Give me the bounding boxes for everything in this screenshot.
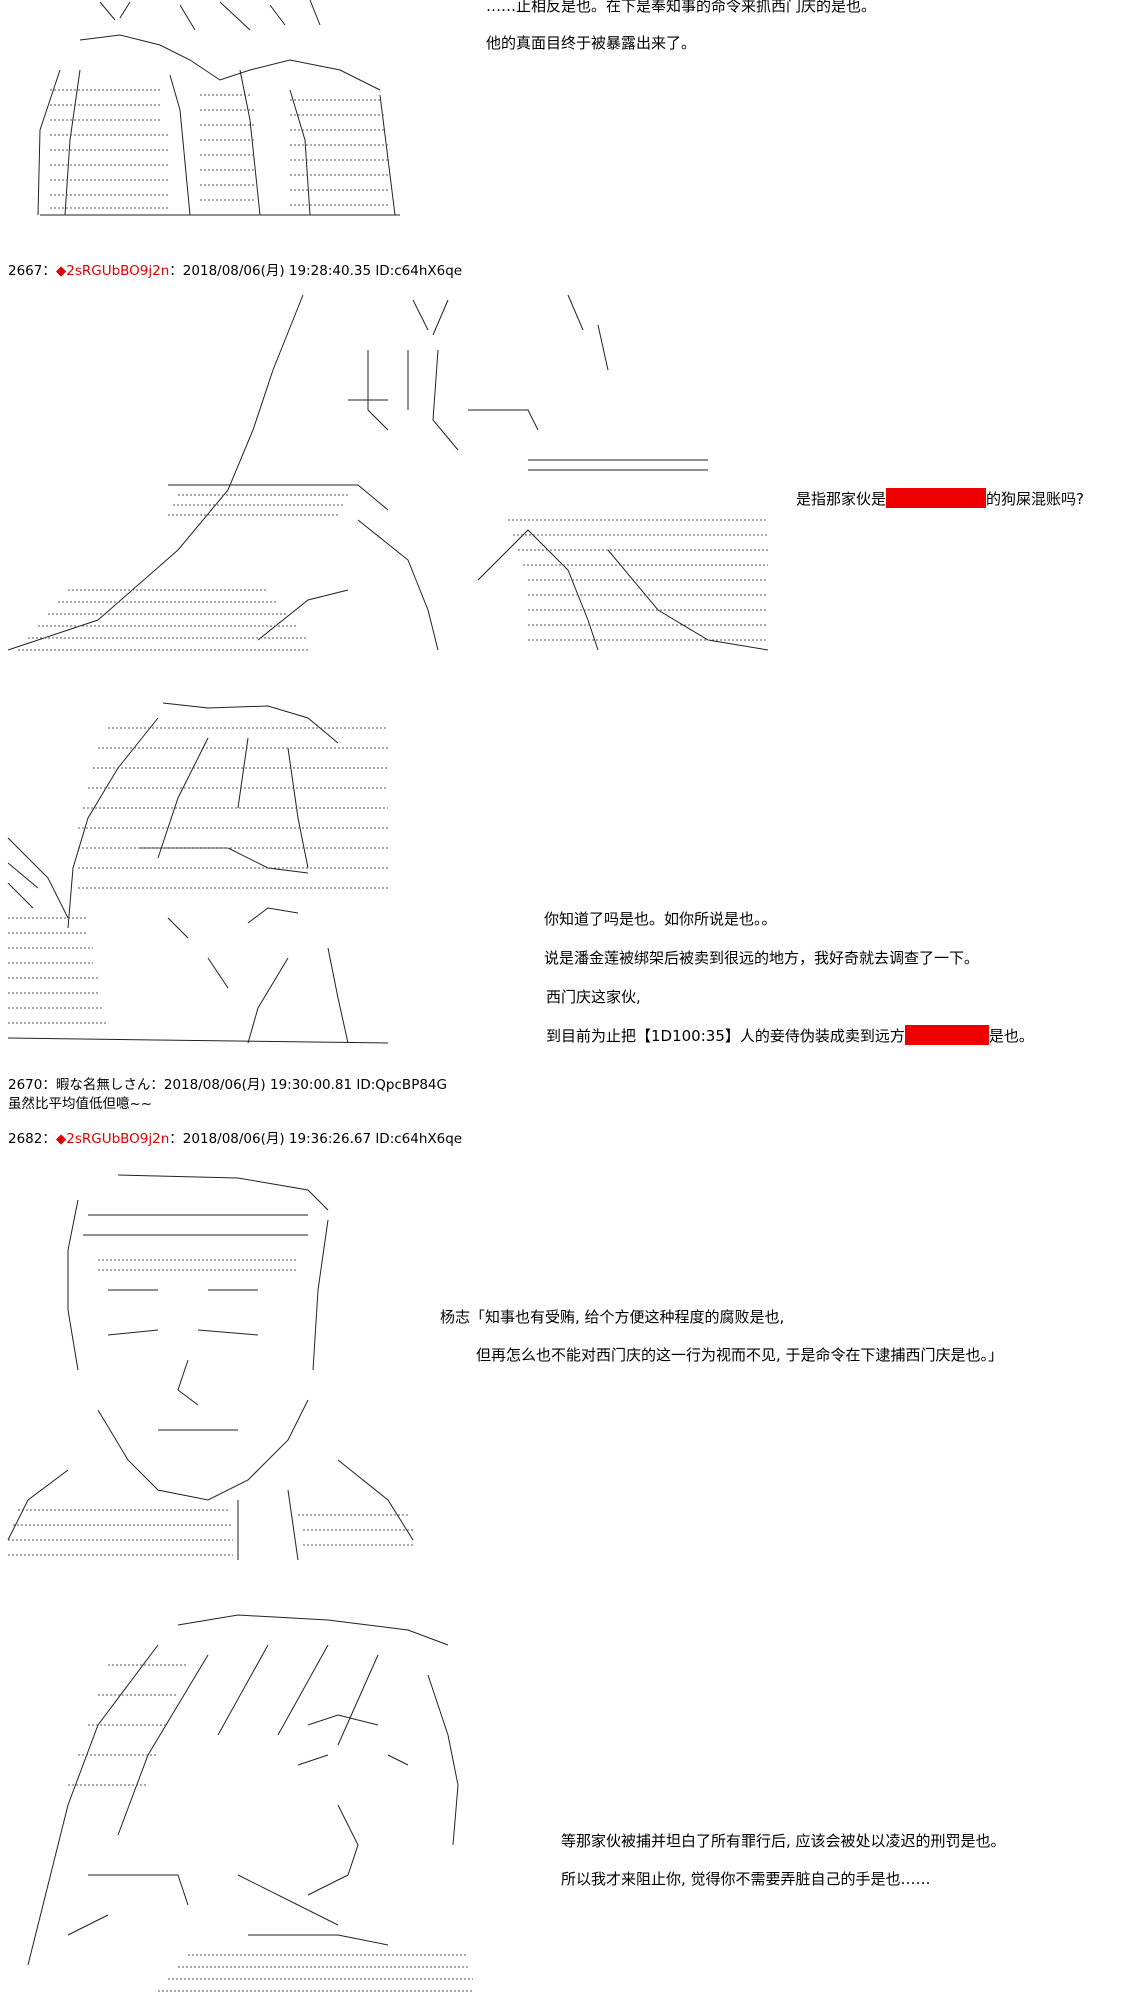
ascii-art-figure-4	[7, 1174, 414, 1561]
post-meta: ：2018/08/06(月) 19:28:40.35 ID:c64hX6qe	[169, 263, 463, 279]
post-meta: ：暇な名無しさん：2018/08/06(月) 19:30:00.81 ID:Qp…	[42, 1077, 447, 1093]
dialogue-line: ……止相反是也。在下是奉知事的命令来抓西门庆的是也。	[486, 0, 877, 15]
dialogue-line: 到目前为止把【1D100:35】人的妾侍伪装成卖到远方 是也。	[546, 1025, 1034, 1046]
post-meta: ：2018/08/06(月) 19:36:26.67 ID:c64hX6qe	[169, 1131, 463, 1147]
dialogue-text: 的狗屎混账吗?	[986, 490, 1084, 508]
post-separator: ：	[42, 263, 56, 279]
ascii-art-figure-3	[7, 702, 389, 1044]
redaction-box	[886, 488, 987, 508]
poster-tripcode: ◆2sRGUbBO9j2n	[55, 263, 170, 279]
dialogue-text: 到目前为止把【1D100:35】人的妾侍伪装成卖到远方	[546, 1027, 905, 1045]
ascii-art-figure-1	[37, 0, 400, 216]
post-body: 虽然比平均值低但噫~~	[8, 1096, 153, 1112]
dialogue-line: 杨志「知事也有受贿, 给个方便这种程度的腐败是也,	[440, 1308, 785, 1326]
dialogue-text: 是指那家伙是	[796, 490, 887, 508]
dialogue-line: 但再怎么也不能对西门庆的这一行为视而不见, 于是命令在下逮捕西门庆是也。」	[476, 1346, 1004, 1364]
post-header: 2682：◆2sRGUbBO9j2n：2018/08/06(月) 19:36:2…	[8, 1130, 462, 1148]
dialogue-text: 是也。	[988, 1027, 1034, 1045]
post-header: 2670：暇な名無しさん：2018/08/06(月) 19:30:00.81 I…	[8, 1076, 447, 1094]
ascii-art-figure-2	[7, 294, 769, 651]
ascii-art-figure-5	[27, 1614, 473, 1992]
post-number: 2670	[8, 1077, 43, 1093]
dialogue-line: 所以我才来阻止你, 觉得你不需要弄脏自己的手是也……	[561, 1870, 931, 1888]
dialogue-line: 他的真面目终于被暴露出来了。	[486, 34, 697, 52]
redaction-box	[904, 1025, 989, 1045]
dialogue-line: 等那家伙被捕并坦白了所有罪行后, 应该会被处以凌迟的刑罚是也。	[561, 1832, 1006, 1850]
post-number: 2682	[8, 1131, 43, 1147]
dialogue-line: 说是潘金莲被绑架后被卖到很远的地方，我好奇就去调查了一下。	[544, 949, 980, 967]
dialogue-line: 你知道了吗是也。如你所说是也。。	[544, 910, 777, 928]
post-separator: ：	[42, 1131, 56, 1147]
post-number: 2667	[8, 263, 43, 279]
dialogue-line: 是指那家伙是 的狗屎混账吗?	[796, 488, 1084, 509]
dialogue-line: 西门庆这家伙,	[546, 988, 641, 1006]
poster-tripcode: ◆2sRGUbBO9j2n	[55, 1131, 170, 1147]
post-header: 2667：◆2sRGUbBO9j2n：2018/08/06(月) 19:28:4…	[8, 262, 462, 280]
